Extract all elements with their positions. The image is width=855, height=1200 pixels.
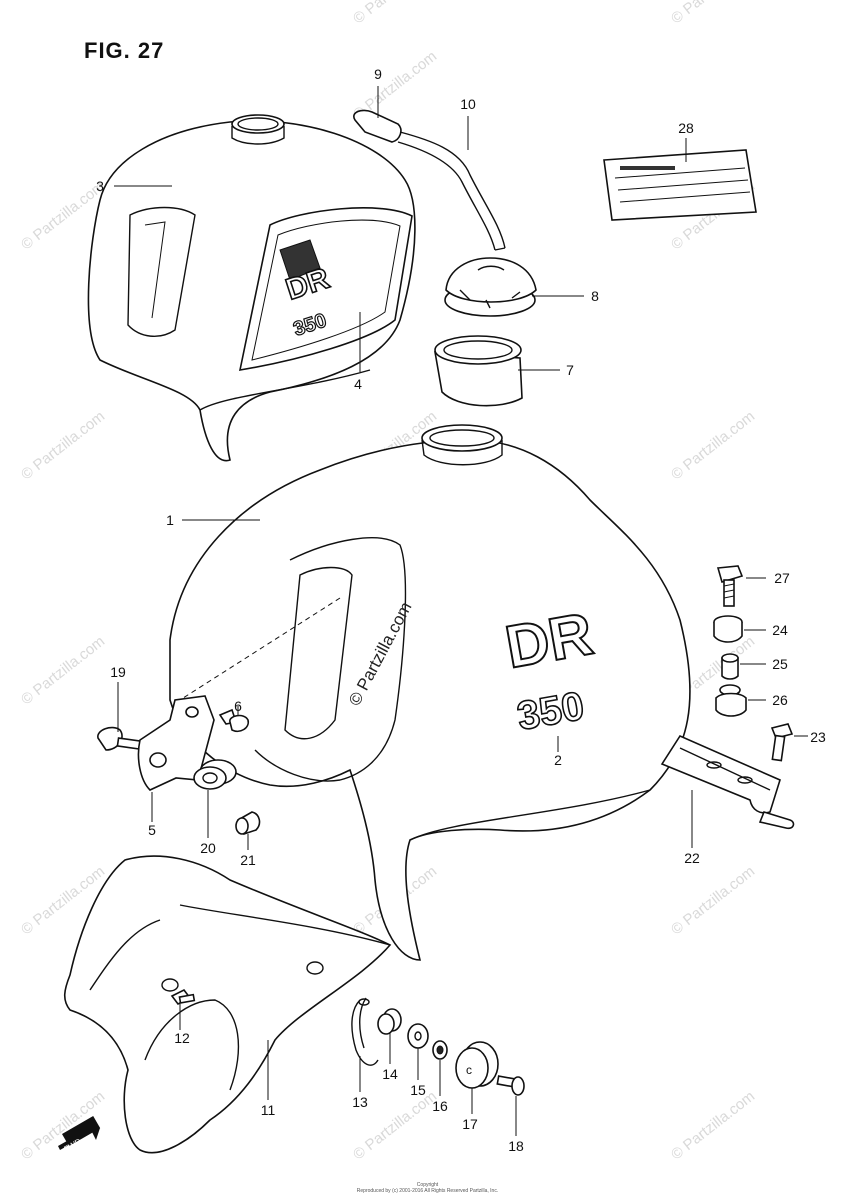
figure-title: FIG. 27 (84, 38, 165, 63)
callout-22: 22 (684, 850, 700, 866)
footer-line-1: Copyright (416, 1182, 439, 1188)
callout-1: 1 (166, 512, 174, 528)
callout-11: 11 (260, 1102, 276, 1118)
caution-label (603, 149, 757, 221)
leader-lines (114, 86, 808, 1136)
nut-16 (432, 1040, 448, 1060)
bolt-19 (97, 726, 142, 751)
callout-24: 24 (772, 622, 788, 638)
footer: Copyright Reproduced by (c) 2001-2016 Al… (0, 1182, 855, 1194)
collar-25 (721, 653, 739, 680)
callout-20: 20 (200, 840, 216, 856)
callout-19: 19 (110, 664, 126, 680)
callout-18: 18 (508, 1138, 524, 1154)
grommet-17: c (455, 1041, 499, 1089)
callout-26: 26 (772, 692, 788, 708)
callout-23: 23 (810, 729, 826, 745)
callout-8: 8 (591, 288, 599, 304)
cushion-14 (377, 1008, 402, 1035)
clamp-13 (351, 997, 379, 1066)
callout-17: 17 (462, 1116, 478, 1132)
callout-2: 2 (554, 752, 562, 768)
bracket-5 (137, 695, 215, 791)
callout-15: 15 (410, 1082, 426, 1098)
callout-3: 3 (96, 178, 104, 194)
callout-27: 27 (774, 570, 790, 586)
mount-bolt-27 (716, 565, 744, 607)
callout-9: 9 (374, 66, 382, 82)
breather-hose (353, 109, 506, 251)
footer-line-2: Reproduced by (c) 2001-2016 All Rights R… (356, 1188, 499, 1194)
callout-5: 5 (148, 822, 156, 838)
bolt-6 (218, 708, 250, 733)
collar-21 (235, 811, 261, 835)
callout-4: 4 (354, 376, 362, 392)
cushion-20 (193, 759, 237, 790)
callout-21: 21 (240, 852, 256, 868)
filler-ring (434, 335, 523, 407)
callout-6: 6 (234, 698, 242, 714)
fuel-cap (444, 257, 537, 317)
large-emblem-dr: DR (501, 600, 598, 681)
callout-7: 7 (566, 362, 574, 378)
callout-28: 28 (678, 120, 694, 136)
washer-15 (407, 1023, 429, 1049)
cushion-26 (715, 684, 747, 717)
cushion-24 (713, 615, 743, 643)
bolt-23 (770, 723, 794, 762)
callout-25: 25 (772, 656, 788, 672)
forward-arrow (58, 1116, 101, 1150)
svg-text:c: c (466, 1063, 472, 1077)
callout-13: 13 (352, 1094, 368, 1110)
bolt-18 (496, 1075, 525, 1096)
main-fuel-tank (169, 424, 691, 961)
side-cover-11 (63, 855, 392, 1154)
callout-12: 12 (174, 1030, 190, 1046)
callout-16: 16 (432, 1098, 448, 1114)
screw-12 (170, 988, 196, 1006)
callout-10: 10 (460, 96, 476, 112)
callout-14: 14 (382, 1066, 398, 1082)
upper-fuel-tank (87, 114, 416, 462)
bracket-22 (660, 734, 795, 830)
